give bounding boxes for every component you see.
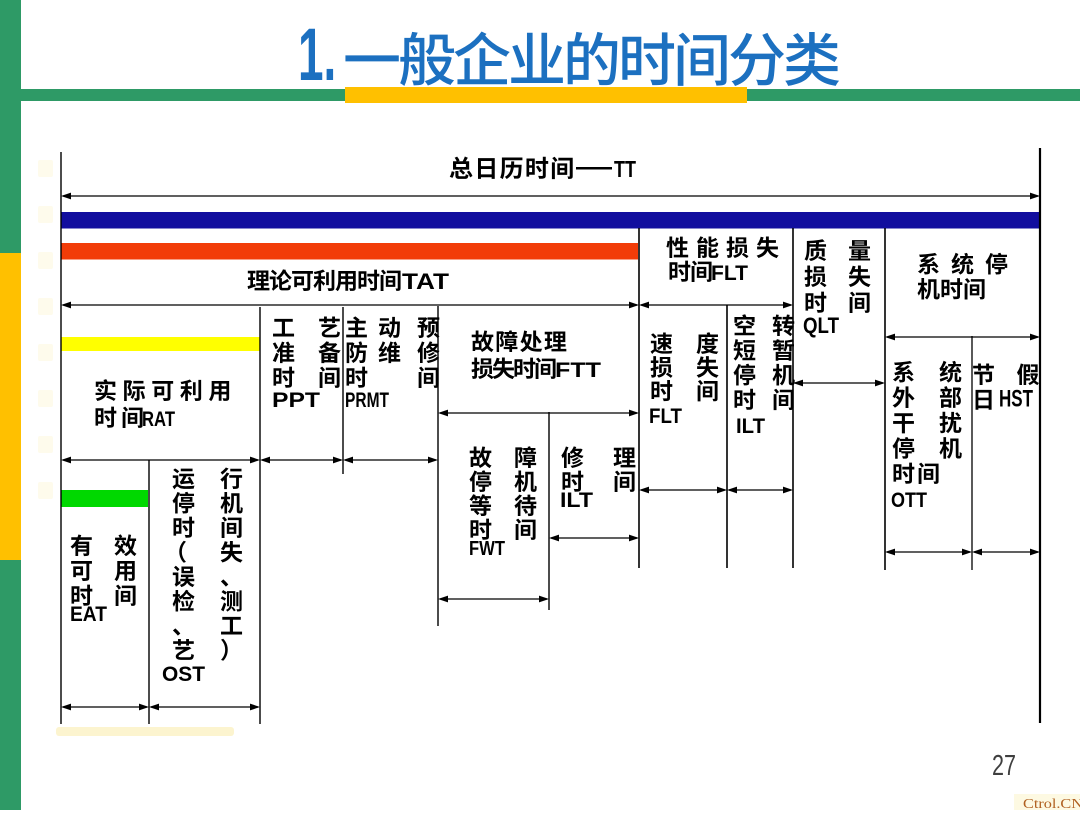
svg-text:1.: 1. xyxy=(298,14,336,97)
svg-text:Ctrol.CN: Ctrol.CN xyxy=(1023,796,1080,810)
svg-text:RAT: RAT xyxy=(142,408,175,431)
svg-text:EAT: EAT xyxy=(70,603,107,626)
svg-text:27: 27 xyxy=(992,750,1016,782)
svg-text:FWT: FWT xyxy=(469,538,505,560)
svg-text:PPT: PPT xyxy=(272,389,320,412)
svg-text:FLT: FLT xyxy=(711,262,748,285)
svg-text:OTT: OTT xyxy=(891,489,927,512)
svg-text:HST: HST xyxy=(999,386,1033,413)
svg-text:TAT: TAT xyxy=(402,269,450,294)
svg-text:FTT: FTT xyxy=(555,359,601,382)
svg-text:TT: TT xyxy=(614,156,636,182)
svg-text:ILT: ILT xyxy=(560,489,593,512)
svg-text:ILT: ILT xyxy=(736,415,765,438)
svg-text:OST: OST xyxy=(162,663,205,686)
svg-text:QLT: QLT xyxy=(803,313,839,338)
svg-text:PRMT: PRMT xyxy=(345,389,389,412)
svg-text:FLT: FLT xyxy=(649,405,682,428)
